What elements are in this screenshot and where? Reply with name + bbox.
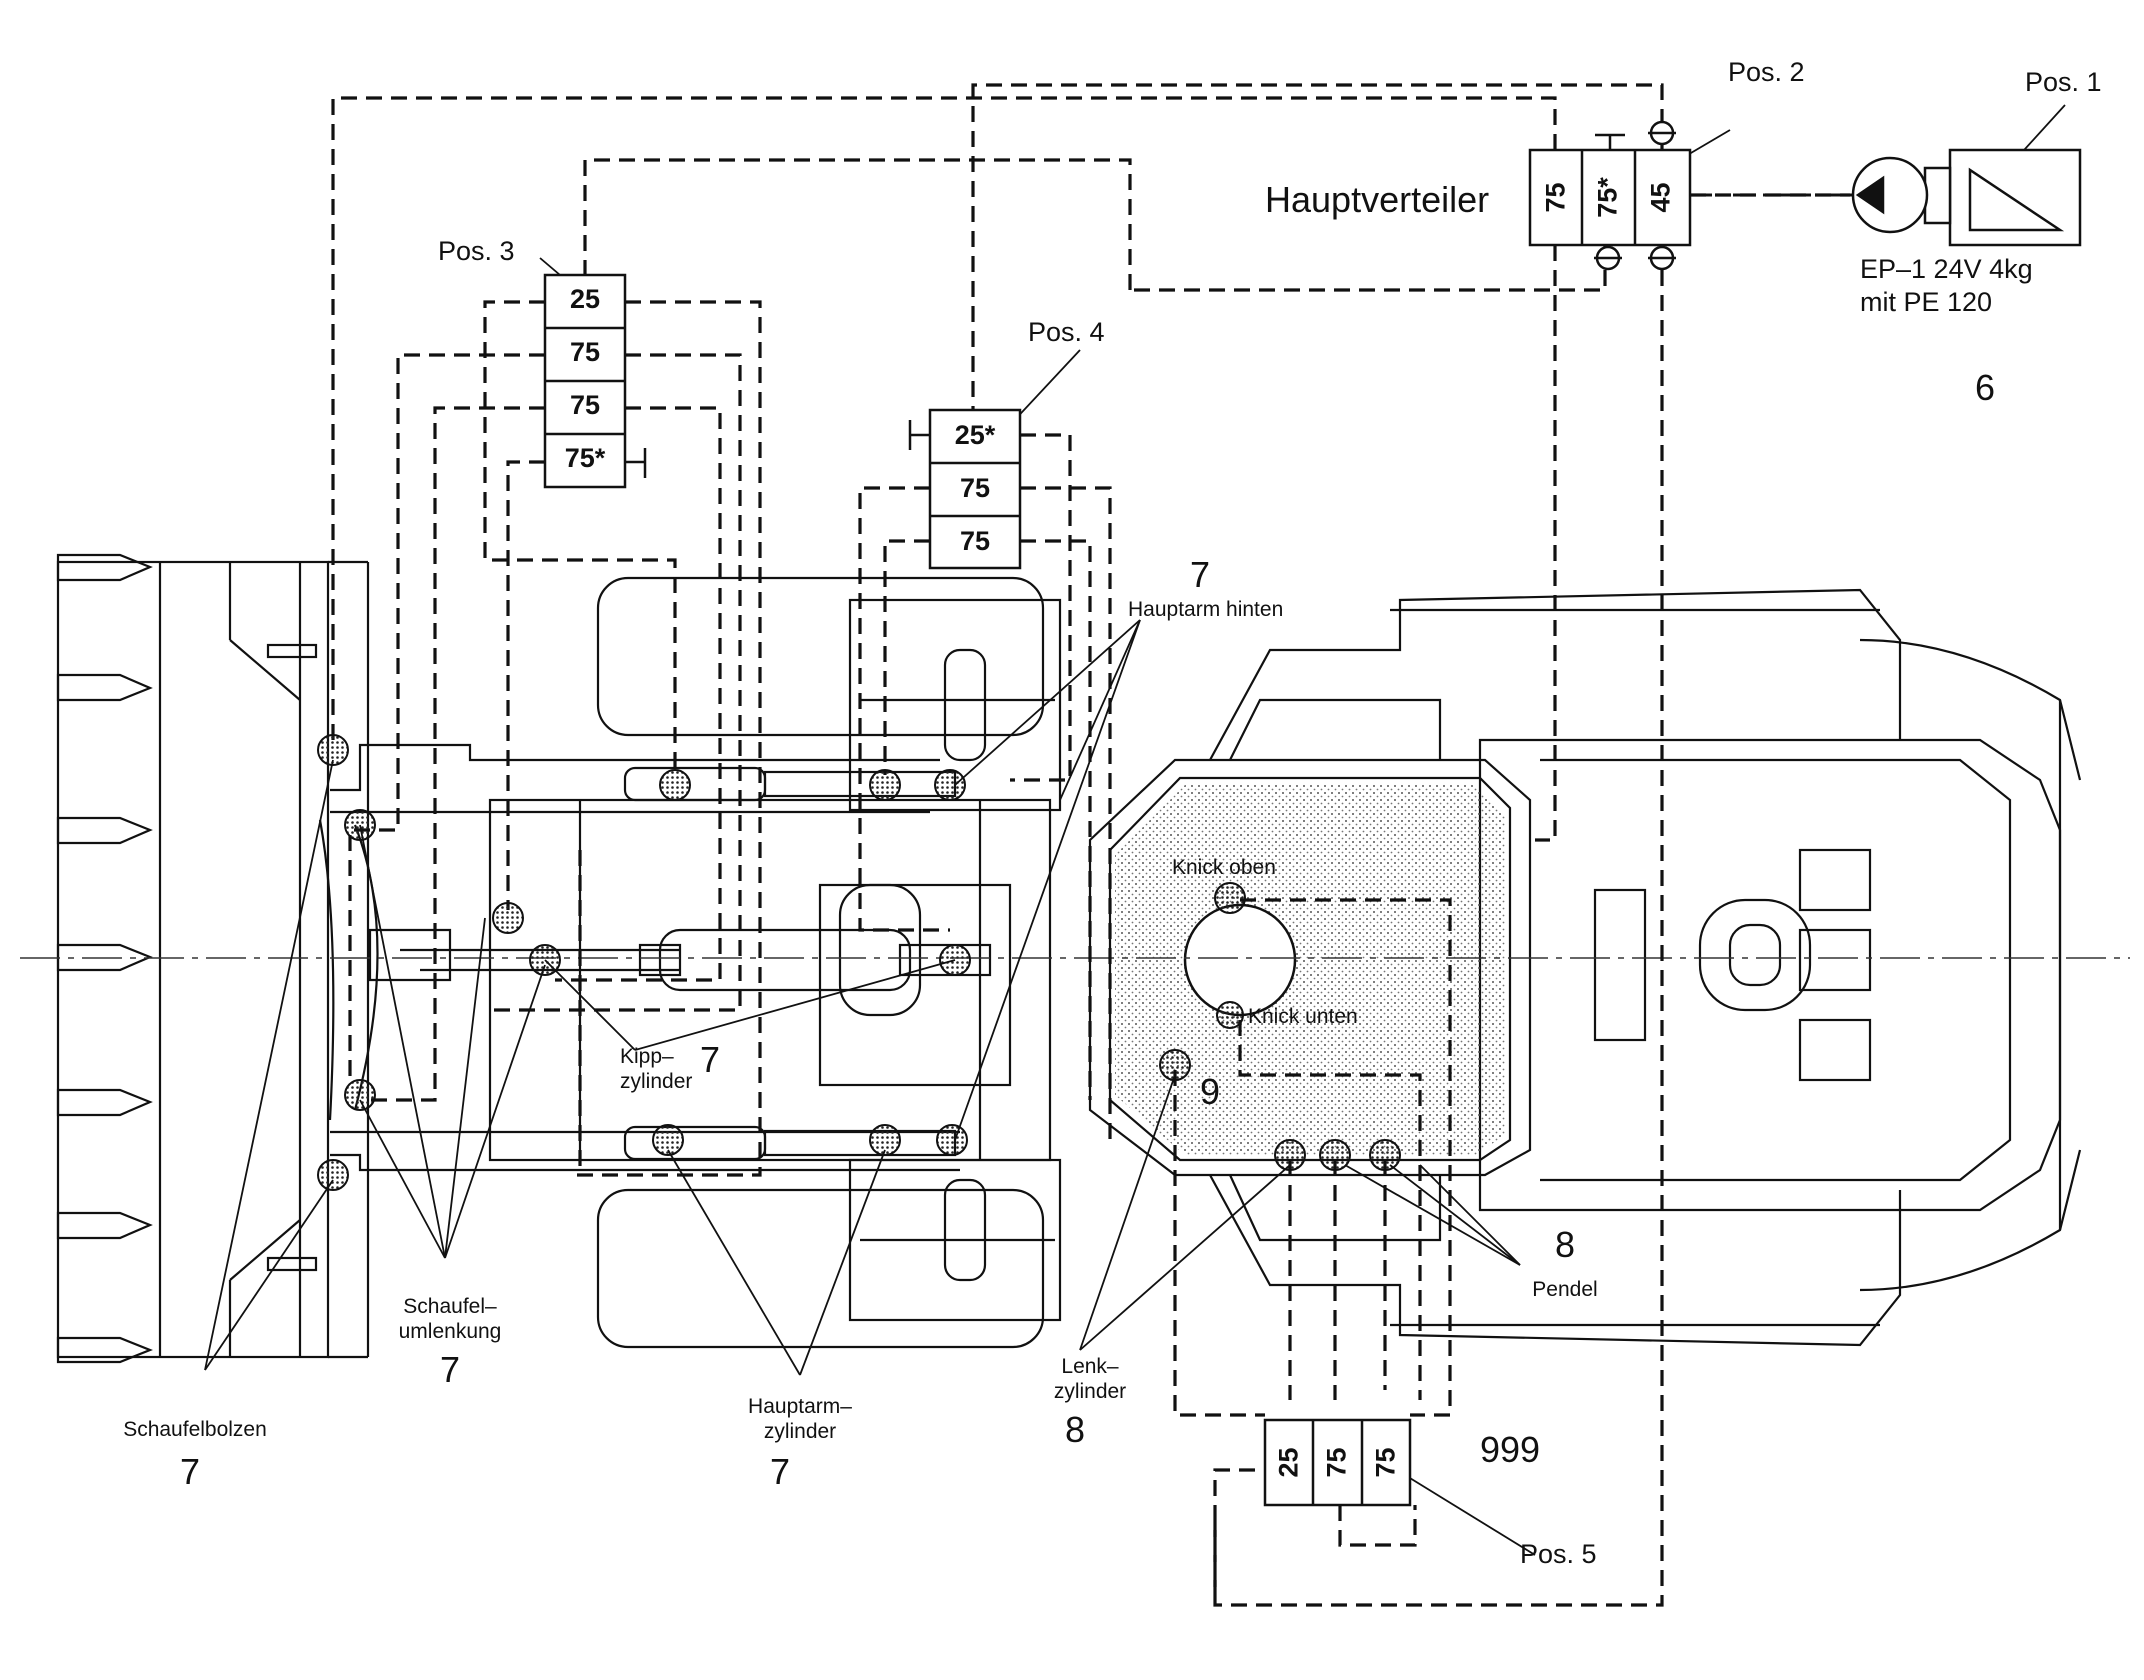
pos3-cell-1: 25	[569, 284, 601, 314]
grease-point-lenk	[1159, 1049, 1191, 1081]
hauptverteiler-title: Hauptverteiler	[1265, 179, 1490, 220]
label-7-hauptarm-hinten: 7	[1190, 554, 1211, 595]
wheel-loader-drawing	[56, 553, 2082, 1364]
grease-point-schaufelbolzen-bottom	[317, 1159, 349, 1191]
articulation	[1088, 758, 1532, 1177]
pos1-label: Pos. 1	[2025, 67, 2102, 97]
grease-point-hauptarm-3	[869, 1124, 901, 1156]
pos4-cell-1: 25*	[954, 420, 996, 450]
leader-lines	[204, 104, 2066, 1556]
pos5-cell-1: 25	[1273, 1447, 1304, 1478]
distributor-pos5	[1263, 1418, 1412, 1507]
pos4-label: Pos. 4	[1028, 317, 1105, 347]
grease-point-schaufelumlenkung-4	[344, 1079, 376, 1111]
engine-hood	[1478, 638, 2082, 1292]
label-schaufel-line2: umlenkung	[398, 1320, 502, 1343]
lube-lines	[331, 83, 1850, 1607]
grease-point-pendel-2	[1319, 1139, 1351, 1171]
articulation-joint	[1183, 903, 1297, 1017]
pump-label-line1: EP–1 24V 4kg	[1860, 254, 2033, 284]
label-7-kipp: 7	[700, 1039, 721, 1080]
pos4-cell-2: 75	[959, 473, 991, 503]
hauptverteiler-cell-2: 75*	[1592, 177, 1623, 218]
pump-label-line2: mit PE 120	[1860, 287, 1993, 317]
rear-frame-fill	[1115, 785, 1505, 1155]
grease-point-schaufelbolzen-top	[317, 734, 349, 766]
pos2-label: Pos. 2	[1728, 57, 1805, 87]
grease-point-hauptarm-1	[659, 769, 691, 801]
front-tyre-bottom	[596, 1158, 1062, 1349]
label-lenk-line2: zylinder	[1053, 1380, 1127, 1403]
bucket	[56, 560, 370, 1359]
pos4-cell-3: 75	[959, 526, 991, 556]
hauptverteiler-cell-3: 45	[1645, 182, 1676, 213]
main-distributor	[1528, 120, 1692, 271]
bucket-teeth	[56, 553, 153, 1364]
grease-point-schaufelumlenkung-2	[492, 902, 524, 934]
hauptverteiler-cell-1: 75	[1540, 182, 1571, 213]
label-9: 9	[1200, 1071, 1221, 1112]
label-hauptarm-line1: Hauptarm–	[748, 1395, 852, 1418]
rear-tyre-bottom	[1209, 1174, 1902, 1347]
label-7-hauptarm: 7	[769, 1451, 791, 1492]
grease-point-pendel-3	[1369, 1139, 1401, 1171]
pos5-label: Pos. 5	[1520, 1539, 1597, 1569]
grease-point-pendel-1	[1274, 1139, 1306, 1171]
label-8-lenk: 8	[1064, 1409, 1086, 1450]
pos3-cell-4: 75*	[564, 443, 606, 473]
label-schaufelbolzen: Schaufelbolzen	[123, 1418, 267, 1441]
label-knick-unten: Knick unten	[1248, 1005, 1358, 1028]
grease-point-knick-oben	[1214, 882, 1246, 914]
grease-point-knick-unten	[1216, 1001, 1244, 1029]
label-knick-oben: Knick oben	[1172, 856, 1276, 879]
grease-point-hauptarm-4	[936, 1124, 968, 1156]
pos5-cell-2: 75	[1321, 1447, 1352, 1478]
pos3-cell-2: 75	[569, 337, 601, 367]
label-999: 999	[1480, 1429, 1541, 1470]
grease-point-hauptarm-hinten-2	[934, 769, 966, 801]
distributor-pos4	[908, 408, 1022, 570]
label-lenk-line1: Lenk–	[1061, 1355, 1119, 1378]
label-6: 6	[1975, 367, 1996, 408]
boom-cylinders	[623, 766, 957, 1161]
label-7-schaufel: 7	[439, 1349, 461, 1390]
grease-points	[317, 734, 1401, 1191]
front-tyre-top	[596, 576, 1062, 812]
label-hauptarm-line2: zylinder	[763, 1420, 837, 1443]
label-8-pendel: 8	[1554, 1224, 1576, 1265]
tilt-cylinder	[638, 883, 1012, 1087]
pos5-cell-3: 75	[1370, 1447, 1401, 1478]
label-schaufel-line1: Schaufel–	[403, 1295, 497, 1318]
pos3-cell-3: 75	[569, 390, 601, 420]
label-7-bolzen: 7	[179, 1451, 201, 1492]
rear-tyre-top	[1209, 588, 1902, 761]
pump-unit	[1851, 148, 2082, 247]
label-pendel: Pendel	[1532, 1278, 1598, 1301]
label-kipp-line2: zylinder	[620, 1070, 693, 1093]
distributor-pos3	[543, 273, 647, 489]
label-kipp-line1: Kipp–	[620, 1045, 674, 1068]
pos3-label: Pos. 3	[438, 236, 515, 266]
grease-point-hauptarm-2	[652, 1124, 684, 1156]
label-hauptarm-hinten: Hauptarm hinten	[1128, 598, 1284, 621]
grease-point-hauptarm-hinten-1	[869, 769, 901, 801]
